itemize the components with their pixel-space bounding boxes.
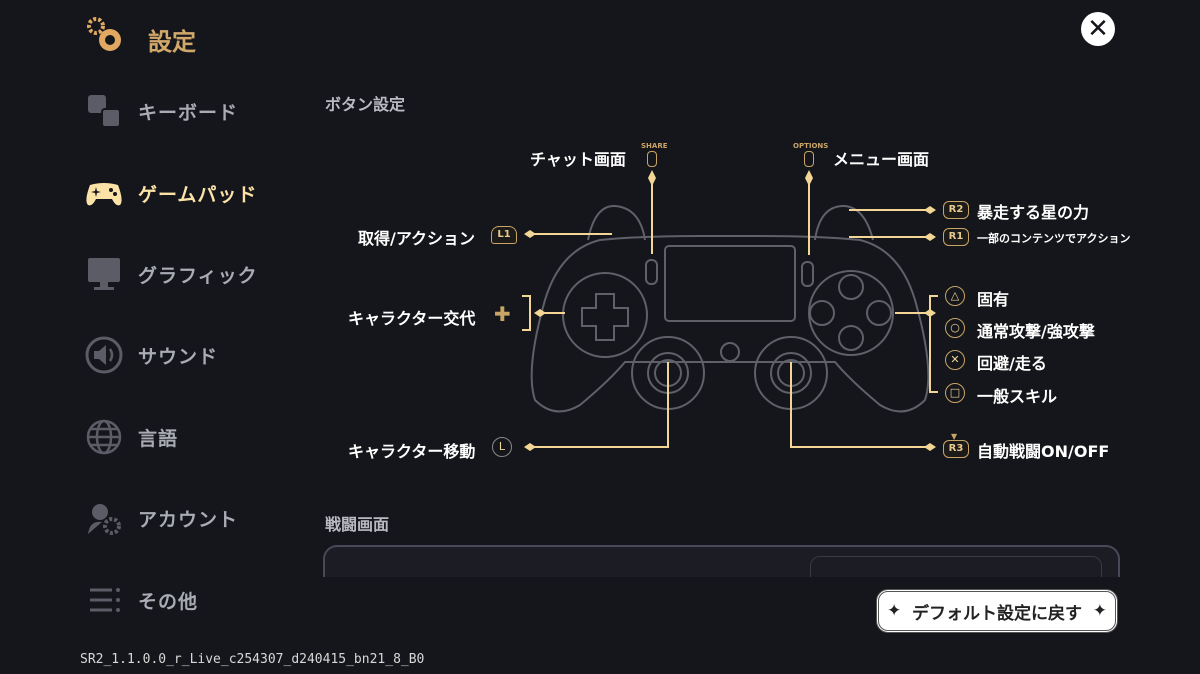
section-title-battle-screen: 戦闘画面 (325, 515, 390, 534)
keyboard-icon (88, 95, 121, 128)
r3-action-label: 自動戦闘ON/OFF (977, 442, 1110, 461)
lstick-action-label: キャラクター移動 (348, 442, 476, 461)
sidebar-item-account[interactable]: アカウント (84, 496, 238, 540)
sidebar-item-graphics[interactable]: グラフィック (84, 252, 258, 296)
share-button-icon (647, 151, 657, 167)
reset-default-label: デフォルト設定に戻す (912, 603, 1082, 624)
sidebar-item-gamepad[interactable]: ゲームパッド (84, 171, 257, 215)
sidebar-item-label: グラフィック (138, 264, 258, 287)
sidebar-item-label: キーボード (138, 101, 239, 124)
sidebar-item-label: アカウント (138, 508, 239, 531)
r3-badge: R3 (943, 440, 969, 458)
sparkle-icon: ✦ (887, 601, 902, 621)
square-icon: □ (945, 383, 965, 403)
globe-icon (86, 419, 122, 455)
sparkle-icon: ✦ (1092, 601, 1107, 621)
cross-action-label: 回避/走る (977, 354, 1047, 373)
gamepad-icon (86, 183, 122, 206)
r1-action-label: 一部のコンテンツでアクション (977, 232, 1131, 245)
section-title-button-settings: ボタン設定 (325, 95, 406, 114)
monitor-icon (88, 258, 120, 290)
controller-diagram (522, 170, 938, 451)
press-arrow-icon: ▼ (951, 432, 958, 441)
triangle-action-label: 固有 (977, 290, 1010, 309)
share-action-label: チャット画面 (530, 150, 626, 169)
speaker-icon (85, 336, 123, 374)
r2-action-label: 暴走する星の力 (977, 203, 1090, 222)
version-text: SR2_1.1.0.0_r_Live_c254307_d240415_bn21_… (80, 652, 425, 667)
page-title: 設定 (148, 27, 196, 56)
r1-badge: R1 (943, 228, 969, 246)
options-button-icon (804, 151, 814, 167)
r2-badge: R2 (943, 201, 969, 219)
dpad-icon: ✚ (494, 302, 511, 326)
square-action-label: 一般スキル (977, 387, 1058, 406)
circle-icon: ○ (945, 318, 965, 338)
close-button[interactable]: ✕ (1081, 12, 1115, 46)
sidebar-item-label: その他 (138, 590, 199, 613)
battle-screen-panel (323, 545, 1120, 577)
callout-lines (522, 178, 938, 448)
sidebar-item-label: ゲームパッド (138, 183, 258, 206)
sidebar-item-keyboard[interactable]: キーボード (84, 89, 238, 133)
share-label: SHARE (641, 142, 668, 150)
sidebar-item-label: 言語 (138, 427, 179, 450)
l-stick-badge: L (492, 437, 512, 457)
l1-badge: L1 (491, 226, 517, 244)
cross-icon: ✕ (945, 350, 965, 370)
reset-default-button[interactable]: ✦ デフォルト設定に戻す ✦ (876, 589, 1118, 633)
triangle-icon: △ (945, 286, 965, 306)
close-icon: ✕ (1087, 14, 1109, 44)
battle-screen-subpanel (810, 556, 1102, 577)
sidebar-item-sound[interactable]: サウンド (84, 333, 218, 377)
options-label: OPTIONS (793, 142, 829, 150)
settings-gear-icon (87, 17, 121, 51)
sidebar-item-other[interactable]: その他 (84, 578, 198, 622)
dpad-action-label: キャラクター交代 (348, 309, 476, 328)
sidebar-item-label: サウンド (138, 345, 219, 368)
diamond-markers (524, 170, 936, 451)
account-icon (88, 504, 121, 535)
menu-icon (90, 588, 120, 612)
l1-action-label: 取得/アクション (358, 229, 476, 248)
sidebar-item-language[interactable]: 言語 (84, 415, 178, 459)
options-action-label: メニュー画面 (833, 150, 930, 169)
circle-action-label: 通常攻撃/強攻撃 (977, 322, 1095, 341)
